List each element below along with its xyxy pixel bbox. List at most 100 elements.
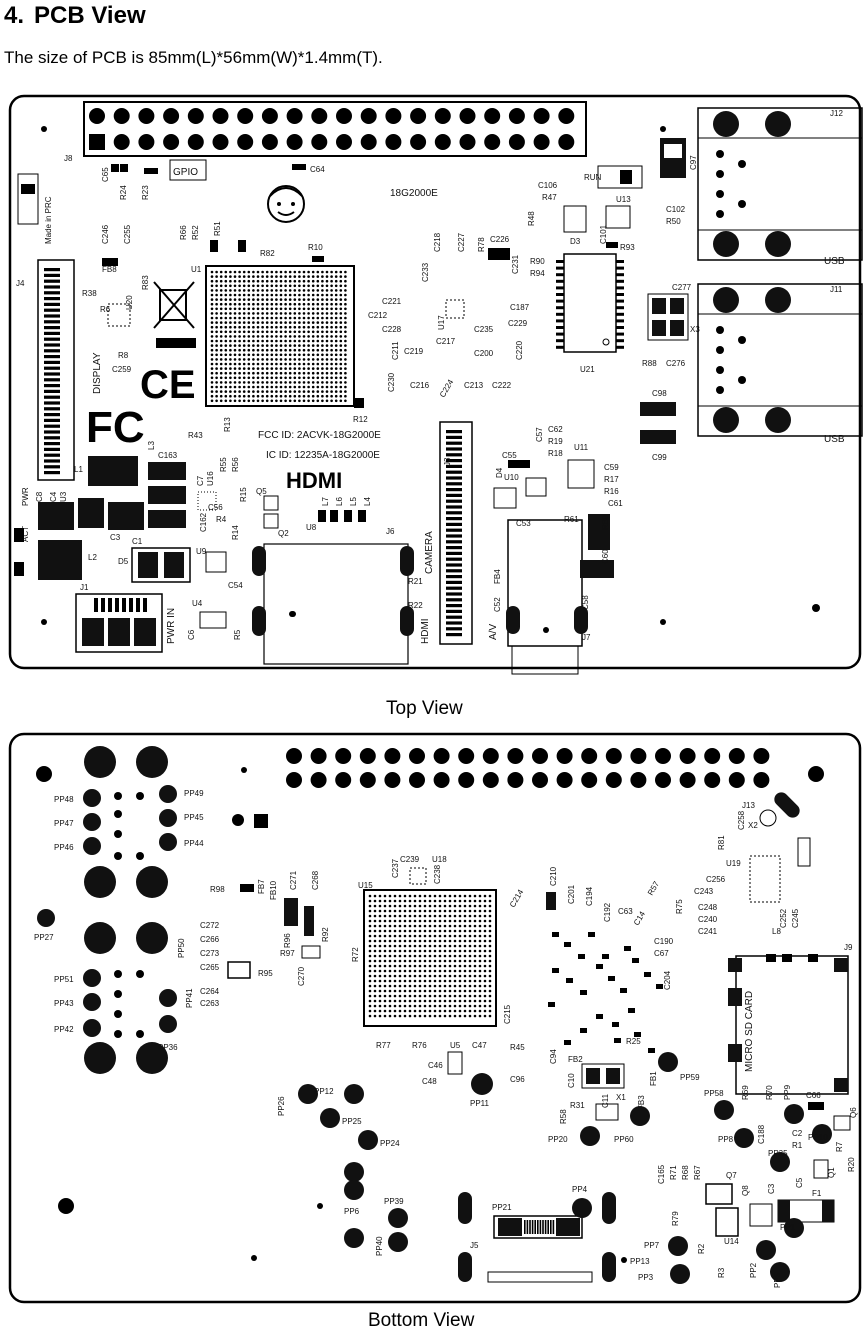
svg-text:PP49: PP49 [184,789,204,798]
svg-text:C238: C238 [433,864,442,884]
svg-text:FB2: FB2 [568,1055,583,1064]
svg-text:R71: R71 [669,1165,678,1180]
svg-text:F1: F1 [812,1189,822,1198]
svg-text:C188: C188 [757,1124,766,1144]
svg-text:C57: C57 [535,427,544,442]
svg-text:R20: R20 [847,1157,856,1172]
svg-text:C231: C231 [511,254,520,274]
svg-text:R8: R8 [118,351,129,360]
svg-text:C4: C4 [49,491,58,502]
gpio-header-pins [89,108,575,150]
svg-text:C106: C106 [538,181,558,190]
svg-text:U10: U10 [504,473,519,482]
svg-text:J12: J12 [830,109,843,118]
svg-text:FB4: FB4 [493,569,502,584]
svg-text:PP6: PP6 [344,1207,360,1216]
svg-text:R81: R81 [717,835,726,850]
svg-text:R5: R5 [233,629,242,640]
svg-text:C276: C276 [666,359,686,368]
svg-text:C241: C241 [698,927,718,936]
svg-text:C1: C1 [132,537,143,546]
svg-text:R75: R75 [675,899,684,914]
section-heading: 4.PCB View [4,2,146,30]
svg-text:PWR: PWR [21,487,30,506]
svg-text:R76: R76 [412,1041,427,1050]
svg-text:C53: C53 [516,519,531,528]
svg-text:C256: C256 [706,875,726,884]
svg-text:C277: C277 [672,283,692,292]
svg-text:R24: R24 [119,185,128,200]
svg-text:U1: U1 [191,265,202,274]
svg-text:R96: R96 [283,933,292,948]
svg-text:L4: L4 [363,497,372,506]
svg-text:R51: R51 [213,221,222,236]
svg-text:U18: U18 [432,855,447,864]
usb-port-j11 [697,283,863,437]
usb-through-holes [84,746,168,1074]
svg-text:PP7: PP7 [644,1241,660,1250]
svg-text:C273: C273 [200,949,220,958]
svg-text:L8: L8 [772,927,781,936]
svg-text:PP24: PP24 [380,1139,400,1148]
svg-text:PP27: PP27 [34,933,54,942]
svg-text:C65: C65 [101,167,110,182]
weee-bin-icon [153,281,196,348]
svg-text:C194: C194 [585,886,594,906]
svg-text:PP12: PP12 [314,1087,334,1096]
svg-text:PP47: PP47 [54,819,74,828]
svg-text:C216: C216 [410,381,430,390]
svg-text:FB8: FB8 [102,265,117,274]
svg-text:R23: R23 [141,185,150,200]
svg-text:R18: R18 [548,449,563,458]
svg-text:R13: R13 [223,417,232,432]
svg-text:R6: R6 [100,305,111,314]
svg-text:PP42: PP42 [54,1025,74,1034]
svg-text:PP46: PP46 [54,843,74,852]
svg-text:C190: C190 [654,937,674,946]
svg-text:D3: D3 [570,237,581,246]
svg-text:PP59: PP59 [680,1073,700,1082]
svg-text:C5: C5 [795,1177,804,1188]
svg-text:L2: L2 [88,553,97,562]
svg-text:X1: X1 [616,1093,626,1102]
gpio-pads [286,748,770,788]
svg-text:C58: C58 [581,595,590,610]
section-title: PCB View [34,2,146,29]
svg-text:X2: X2 [748,821,758,830]
svg-text:C11: C11 [601,1093,610,1108]
svg-text:C246: C246 [101,224,110,244]
bottom-view-board: PP48 PP47 PP46 PP49 PP45 PP44 PP27 PP50 … [8,732,864,1308]
svg-text:C222: C222 [492,381,512,390]
svg-text:PP58: PP58 [704,1089,724,1098]
svg-text:C60: C60 [601,549,610,564]
svg-text:J5: J5 [470,1241,479,1250]
svg-text:R82: R82 [260,249,275,258]
svg-text:R17: R17 [604,475,619,484]
svg-text:R15: R15 [239,487,248,502]
svg-text:R1: R1 [792,1141,803,1150]
svg-text:L1: L1 [74,465,83,474]
svg-text:Q7: Q7 [726,1171,737,1180]
svg-text:C258: C258 [737,810,746,830]
svg-text:C59: C59 [604,463,619,472]
svg-text:C66: C66 [806,1091,821,1100]
svg-text:C101: C101 [599,224,608,244]
gpio-label: GPIO [173,167,198,178]
svg-text:Q8: Q8 [741,1185,750,1196]
svg-text:R47: R47 [542,193,557,202]
svg-text:C56: C56 [208,503,223,512]
svg-text:Q2: Q2 [278,529,289,538]
ce-mark-icon: CE [140,363,196,407]
svg-text:PP45: PP45 [184,813,204,822]
svg-text:C210: C210 [549,866,558,886]
svg-text:J7: J7 [582,633,591,642]
top-view-board: J8 GPIO Made in PRC C65 R24 R23 C64 18G2… [8,94,864,676]
svg-text:R78: R78 [477,237,486,252]
svg-text:PP39: PP39 [384,1197,404,1206]
svg-text:C54: C54 [228,581,243,590]
svg-text:PP44: PP44 [184,839,204,848]
svg-text:PP50: PP50 [177,938,186,958]
svg-text:C268: C268 [311,870,320,890]
svg-text:R48: R48 [527,211,536,226]
svg-text:C48: C48 [422,1077,437,1086]
